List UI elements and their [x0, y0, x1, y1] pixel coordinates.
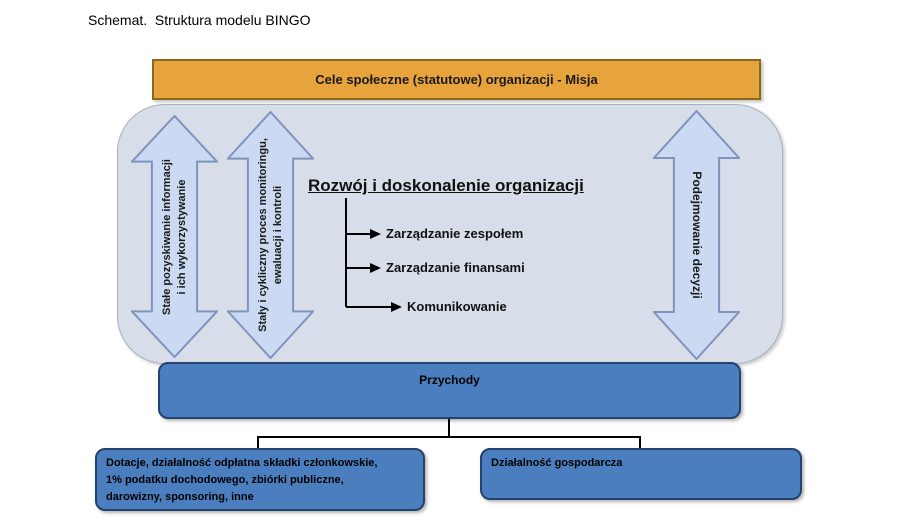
center-item-team-management: Zarządzanie zespołem	[386, 226, 524, 241]
double-arrow-icon	[227, 111, 314, 359]
funding-sources-line: 1% podatku dochodowego, zbiórki publiczn…	[106, 474, 344, 487]
center-item-communication: Komunikowanie	[407, 299, 507, 314]
arrow-label-line: Stałe pozyskiwanie informacji	[160, 158, 173, 315]
funding-sources-line: Dotacje, działalność odpłatna składki cz…	[106, 457, 378, 469]
arrow-label-line: i ich wykorzystywanie	[175, 179, 188, 294]
branch-arrow-icon	[391, 302, 402, 312]
arrow-label-line: ewaluacji i kontroli	[271, 185, 284, 285]
connector-line	[257, 436, 641, 438]
mission-bar: Cele społeczne (statutowe) organizacji -…	[152, 59, 761, 100]
connector-line	[448, 419, 450, 437]
business-activity-label: Działalność gospodarcza	[491, 457, 623, 469]
funding-sources-line: darowizny, sponsoring, inne	[106, 491, 254, 504]
decision-making-arrow: Podejmowanie decyzji	[653, 110, 740, 360]
revenue-bar: Przychody	[158, 362, 741, 419]
funding-sources-box: Dotacje, działalność odpłatna składki cz…	[95, 448, 425, 511]
arrow-label: Stały i cykliczny proces monitoringu, ew…	[256, 116, 286, 354]
connector-line	[639, 436, 641, 449]
branch-arrow-icon	[370, 263, 381, 273]
arrow-label-line: Stały i cykliczny proces monitoringu,	[256, 138, 269, 332]
monitoring-process-arrow: Stały i cykliczny proces monitoringu, ew…	[227, 111, 314, 359]
arrow-label: Podejmowanie decyzji	[688, 116, 704, 354]
branch-arrow-icon	[370, 229, 381, 239]
center-item-finance-management: Zarządzanie finansami	[386, 260, 525, 275]
diagram-title: Schemat. Struktura modelu BINGO	[88, 12, 311, 28]
information-acquisition-arrow: Stałe pozyskiwanie informacji i ich wyko…	[131, 115, 218, 358]
double-arrow-icon	[131, 115, 218, 358]
arrow-label: Stałe pozyskiwanie informacji i ich wyko…	[160, 118, 190, 356]
revenue-label: Przychody	[419, 373, 480, 387]
arrow-label-line: Podejmowanie decyzji	[689, 171, 704, 299]
branch-connector	[345, 198, 402, 312]
development-heading: Rozwój i doskonalenie organizacji	[308, 176, 584, 195]
business-activity-box: Działalność gospodarcza	[480, 448, 802, 500]
connector-line	[257, 436, 259, 449]
mission-label: Cele społeczne (statutowe) organizacji -…	[315, 72, 598, 87]
double-arrow-icon	[653, 110, 740, 360]
